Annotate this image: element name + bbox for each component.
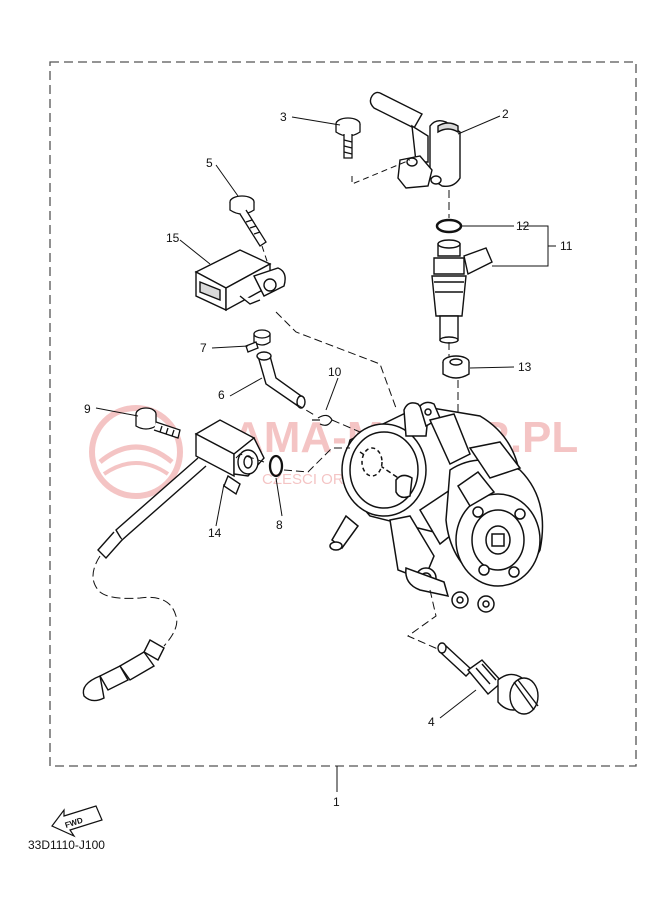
callout-9: 9 [84,402,91,416]
callout-10: 10 [328,365,342,379]
callout-14: 14 [208,526,222,540]
bolt-3 [335,117,361,159]
fuel-injector [431,239,493,344]
diagram-code: 33D1110-J100 [28,838,105,852]
forward-arrow-icon [51,805,103,838]
callout-15: 15 [166,231,180,245]
callout-8: 8 [276,518,283,532]
callout-13: 13 [518,360,532,374]
callout-12: 12 [516,219,530,233]
callout-5: 5 [206,156,213,170]
callout-6: 6 [218,388,225,402]
callout-1: 1 [333,795,340,809]
leader-lines [95,115,556,719]
assembly-lines [235,190,459,651]
callout-7: 7 [200,341,207,355]
injector-seal [442,355,470,379]
callout-11: 11 [560,239,573,253]
hose-clip [245,329,271,353]
callout-2: 2 [502,107,509,121]
fuel-pipe-connector [369,91,461,189]
watermark-logo-circle [89,405,183,499]
o-ring-8 [268,454,284,478]
forward-direction-tag: FWD [51,805,103,838]
intake-pressure-sensor [194,249,286,312]
throttle-pulley [445,441,544,587]
sensor-cable [92,555,178,647]
o-ring-12 [435,218,463,234]
sensor-plug [82,639,165,702]
vacuum-hose [256,351,306,409]
assembly-frame [49,61,637,767]
screw-9 [135,407,181,439]
idle-adjust-screw [437,642,539,715]
callout-4: 4 [428,715,435,729]
callout-3: 3 [280,110,287,124]
bolt-5 [229,195,267,247]
